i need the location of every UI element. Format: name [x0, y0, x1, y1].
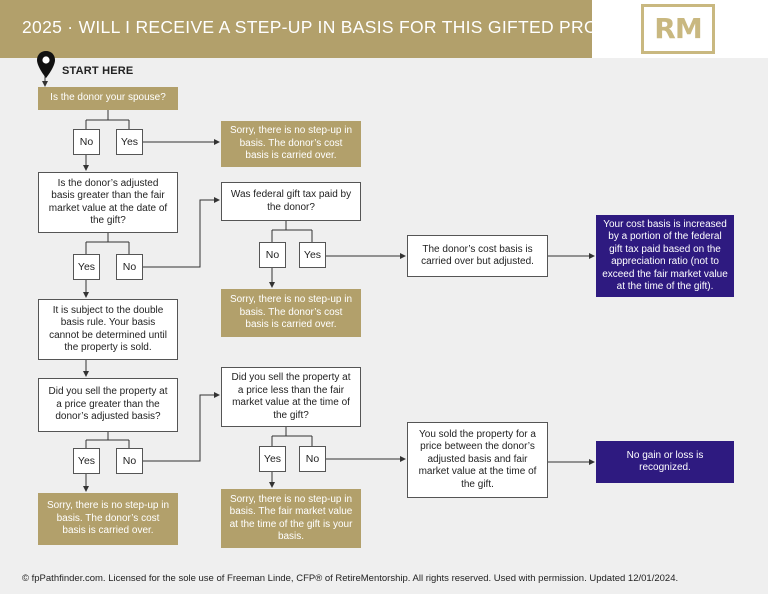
location-pin-icon [37, 51, 55, 78]
answer-yes: Yes [116, 129, 143, 155]
answer-no: No [116, 254, 143, 280]
logo-text: RM [654, 12, 702, 45]
start-here-label: START HERE [62, 65, 134, 77]
page-title: 2025 · WILL I RECEIVE A STEP-UP IN BASIS… [22, 17, 668, 37]
answer-yes: Yes [73, 448, 100, 474]
question-adjusted-basis: Is the donor’s adjusted basis greater th… [38, 172, 178, 233]
result-double-basis-rule: It is subject to the double basis rule. … [38, 299, 178, 360]
question-donor-spouse: Is the donor your spouse? [38, 87, 178, 110]
header-bar: 2025 · WILL I RECEIVE A STEP-UP IN BASIS… [0, 0, 667, 58]
answer-no: No [259, 242, 286, 268]
answer-yes: Yes [73, 254, 100, 280]
answer-yes: Yes [259, 446, 286, 472]
footer-copyright: © fpPathfinder.com. Licensed for the sol… [22, 573, 679, 584]
question-sell-less: Did you sell the property at a price les… [221, 367, 361, 427]
result-no-stepup-spouse: Sorry, there is no step-up in basis. The… [221, 121, 361, 167]
logo: RM [641, 4, 715, 54]
logo-area: RM [592, 0, 768, 58]
answer-yes: Yes [299, 242, 326, 268]
result-carried-over-adjusted: The donor’s cost basis is carried over b… [407, 235, 548, 277]
answer-no: No [299, 446, 326, 472]
result-sold-between: You sold the property for a price betwee… [407, 422, 548, 498]
result-basis-increased: Your cost basis is increased by a portio… [596, 215, 734, 297]
result-no-stepup-sold-greater: Sorry, there is no step-up in basis. The… [38, 493, 178, 545]
result-no-stepup-fmv: Sorry, there is no step-up in basis. The… [221, 489, 361, 548]
result-no-stepup-gift-tax: Sorry, there is no step-up in basis. The… [221, 289, 361, 337]
question-sell-greater: Did you sell the property at a price gre… [38, 378, 178, 432]
answer-no: No [116, 448, 143, 474]
answer-no: No [73, 129, 100, 155]
result-no-gain-loss: No gain or loss is recognized. [596, 441, 734, 483]
question-gift-tax-paid: Was federal gift tax paid by the donor? [221, 182, 361, 221]
